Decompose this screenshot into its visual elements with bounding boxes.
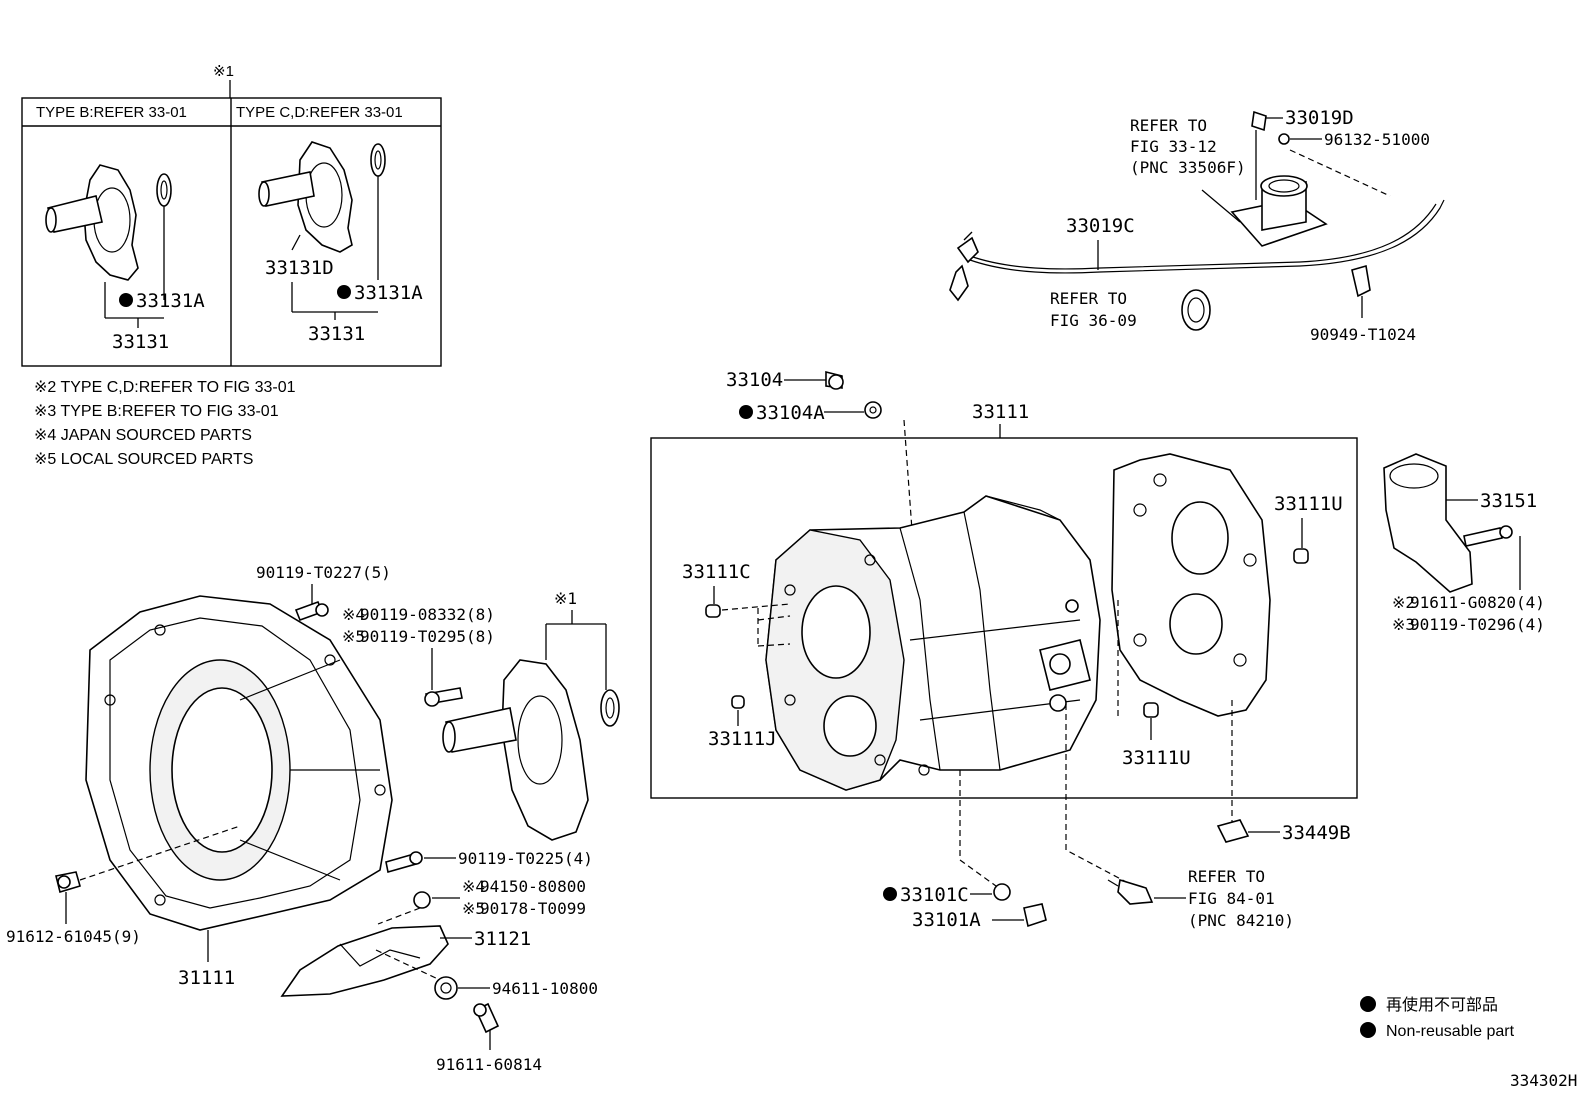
part-96132-51000: 96132-51000	[1324, 130, 1430, 149]
cover-33151-drawing	[1383, 453, 1473, 593]
type-cd-assy-label: 33131	[308, 323, 365, 345]
part-33019D: 33019D	[1285, 107, 1354, 129]
part-90119-T0225: 90119-T0225(4)	[458, 849, 593, 868]
case-assembly-box	[650, 437, 1358, 799]
refer-fig-84-01-line2: FIG 84-01	[1188, 889, 1275, 908]
refer-fig-36-09-line2: FIG 36-09	[1050, 311, 1137, 330]
part-33101C: 33101C	[900, 884, 969, 906]
dot-33104A	[739, 405, 753, 419]
type-b-non-reusable-dot	[119, 293, 133, 307]
mark-4a: ※4	[342, 605, 365, 624]
dot-33101C	[883, 887, 897, 901]
part-33101A: 33101A	[912, 909, 981, 931]
part-91611-G0820: 91611-G0820(4)	[1410, 593, 1545, 612]
refer-fig-84-01-line1: REFER TO	[1188, 867, 1265, 886]
mark-4b: ※4	[462, 877, 485, 896]
clutch-housing-drawing	[85, 595, 393, 931]
case-body-drawing	[765, 495, 1101, 791]
part-33111: 33111	[972, 401, 1029, 423]
type-b-assy-label: 33131	[112, 331, 169, 353]
legend-non-reusable-jp: 再使用不可部品	[1386, 996, 1498, 1014]
note-5: ※5 LOCAL SOURCED PARTS	[34, 451, 253, 468]
inset-mark: ※1	[213, 63, 234, 80]
diagram-id: 334302H	[1510, 1071, 1577, 1090]
note-4: ※4 JAPAN SOURCED PARTS	[34, 427, 252, 444]
note-2: ※2 TYPE C,D:REFER TO FIG 33-01	[34, 379, 296, 396]
part-33111U-top: 33111U	[1274, 493, 1343, 515]
part-94611-10800: 94611-10800	[492, 979, 598, 998]
type-cd-retainer-drawing	[258, 141, 386, 253]
part-33111U-bottom: 33111U	[1122, 747, 1191, 769]
intermediate-plate-drawing	[1111, 453, 1271, 717]
footnotes: ※2 TYPE C,D:REFER TO FIG 33-01 ※3 TYPE B…	[34, 379, 296, 468]
part-90119-08332: 90119-08332(8)	[360, 605, 495, 624]
part-33111C: 33111C	[682, 561, 751, 583]
type-b-retainer-drawing	[45, 164, 172, 281]
part-33104: 33104	[726, 369, 783, 391]
part-33151: 33151	[1480, 490, 1537, 512]
part-90119-T0296: 90119-T0296(4)	[1410, 615, 1545, 634]
part-33449B: 33449B	[1282, 822, 1351, 844]
part-91611-60814: 91611-60814	[436, 1055, 542, 1074]
refer-fig-84-01-line3: (PNC 84210)	[1188, 911, 1294, 930]
type-b-header: TYPE B:REFER 33-01	[36, 104, 187, 121]
type-cd-non-reusable-dot	[337, 285, 351, 299]
part-33111J: 33111J	[708, 728, 777, 750]
type-b-seal-label: 33131A	[136, 290, 205, 312]
refer-fig-33-12-line1: REFER TO	[1130, 116, 1207, 135]
transmission-case-group: 33104 33104A 33111	[650, 369, 1545, 931]
part-31121: 31121	[474, 928, 531, 950]
refer-fig-33-12-line3: (PNC 33506F)	[1130, 158, 1246, 177]
part-31111: 31111	[178, 967, 235, 989]
legend-dot-jp	[1360, 996, 1376, 1012]
legend-dot-en	[1360, 1022, 1376, 1038]
part-91612-61045: 91612-61045(9)	[6, 927, 141, 946]
refer-fig-33-12-line2: FIG 33-12	[1130, 137, 1217, 156]
mark-3: ※3	[1392, 615, 1415, 634]
refer-fig-36-09-line1: REFER TO	[1050, 289, 1127, 308]
release-tube-assembly: REFER TO FIG 33-12 (PNC 33506F) 33019D 9…	[949, 107, 1445, 344]
legend-non-reusable-en: Non-reusable part	[1386, 1023, 1515, 1040]
part-90949-T1024: 90949-T1024	[1310, 325, 1416, 344]
mark-5a: ※5	[342, 627, 365, 646]
extension-housing-inset: ※1 TYPE B:REFER 33-01 TYPE C,D:REFER 33-…	[21, 63, 442, 367]
note-3: ※3 TYPE B:REFER TO FIG 33-01	[34, 403, 279, 420]
type-cd-seal-label: 33131A	[354, 282, 423, 304]
part-94150-80800: 94150-80800	[480, 877, 586, 896]
part-33104A: 33104A	[756, 402, 825, 424]
type-cd-retainer-label: 33131D	[265, 257, 334, 279]
part-33019C: 33019C	[1066, 215, 1135, 237]
clutch-housing-group: 90119-T0227(5) 91612-61045(9) 31111 ※4 9…	[6, 563, 620, 1074]
part-90119-T0295: 90119-T0295(8)	[360, 627, 495, 646]
type-cd-header: TYPE C,D:REFER 33-01	[236, 104, 403, 121]
mark-2: ※2	[1392, 593, 1415, 612]
input-retainer-drawing	[442, 659, 620, 841]
legend: 再使用不可部品 Non-reusable part	[1360, 996, 1515, 1040]
mark-1: ※1	[554, 589, 577, 608]
mark-5b: ※5	[462, 899, 485, 918]
part-90178-T0099: 90178-T0099	[480, 899, 586, 918]
part-90119-T0227: 90119-T0227(5)	[256, 563, 391, 582]
